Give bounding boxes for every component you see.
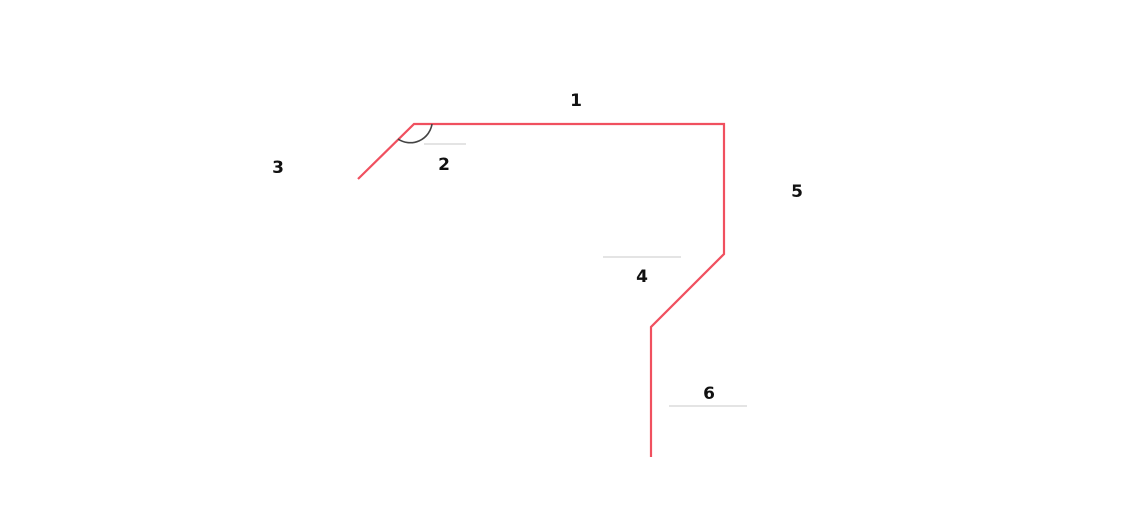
angle-arc bbox=[397, 123, 433, 144]
label-1: 1 bbox=[570, 91, 582, 111]
label-4: 4 bbox=[636, 267, 648, 287]
label-6: 6 bbox=[703, 384, 715, 404]
profile-polyline bbox=[357, 122, 726, 457]
label-2: 2 bbox=[438, 155, 450, 175]
label-3: 3 bbox=[272, 158, 284, 178]
label-5: 5 bbox=[791, 182, 803, 202]
